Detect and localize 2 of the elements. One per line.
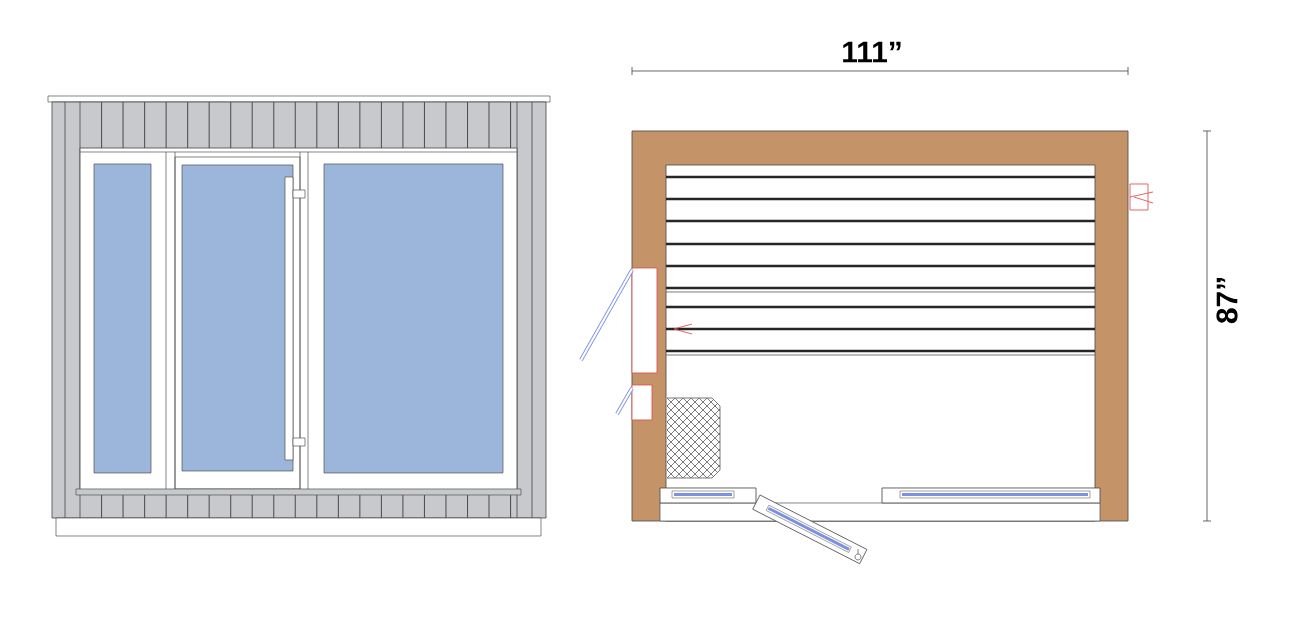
dimension-label: 87”: [1216, 278, 1238, 324]
dimension-label: 111”: [843, 41, 901, 63]
